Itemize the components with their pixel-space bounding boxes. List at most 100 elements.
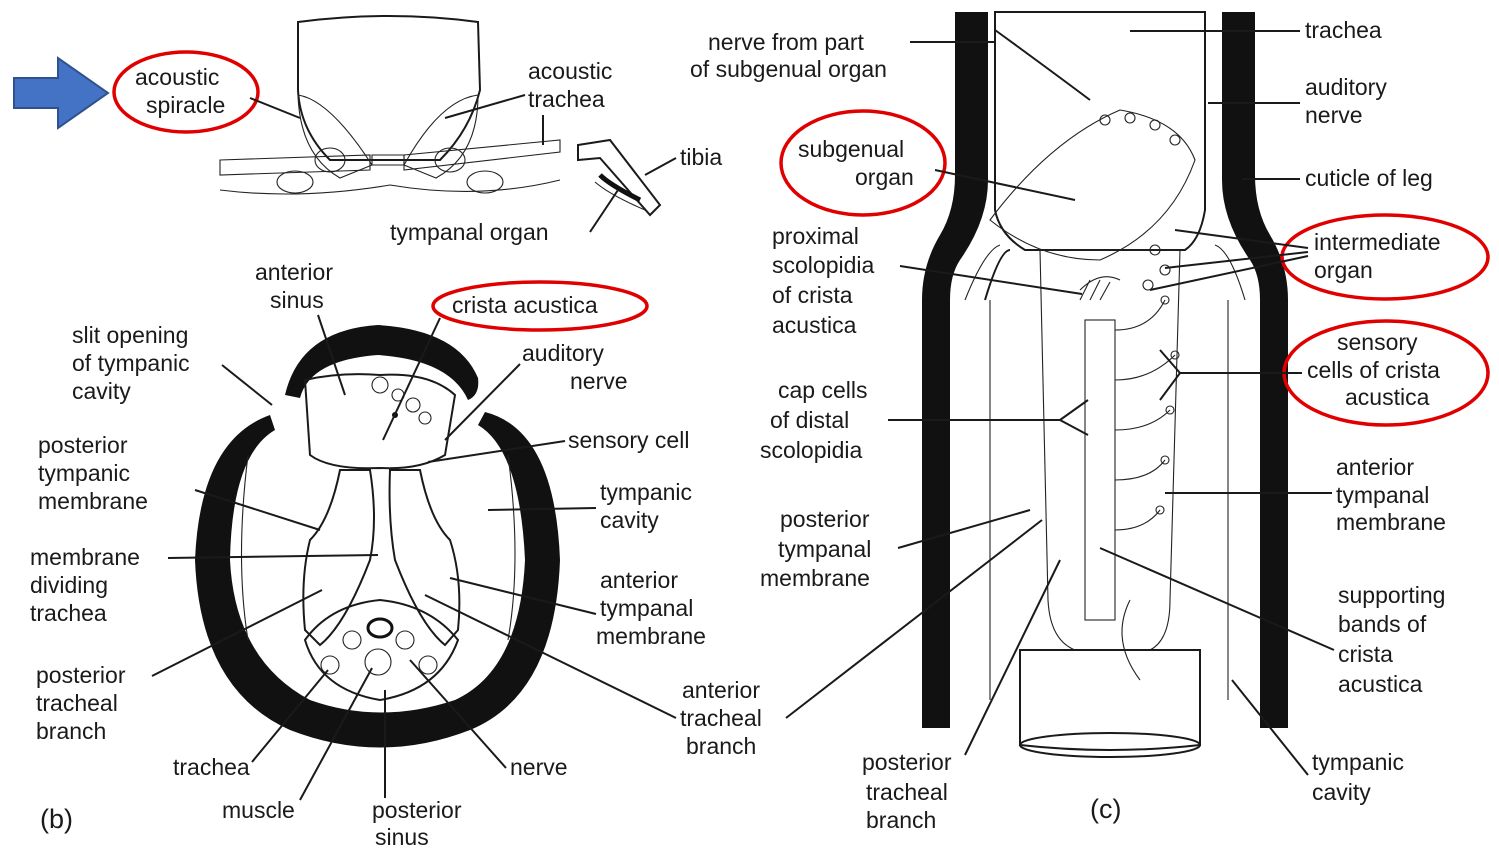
- svg-text:tympanal: tympanal: [778, 536, 871, 562]
- svg-text:anterior: anterior: [682, 677, 760, 703]
- svg-text:acustica: acustica: [1338, 671, 1423, 697]
- svg-text:anterior: anterior: [1336, 454, 1414, 480]
- svg-text:tympanal: tympanal: [1336, 482, 1429, 508]
- svg-text:acoustic: acoustic: [528, 58, 612, 84]
- label-tympanic-cavity-b: tympanic cavity: [600, 479, 692, 533]
- label-subgenual-organ: subgenual organ: [798, 136, 914, 190]
- label-posterior-tracheal-branch-c: posterior tracheal branch: [862, 749, 952, 833]
- svg-text:posterior: posterior: [36, 662, 126, 688]
- svg-text:scolopidia: scolopidia: [760, 437, 862, 463]
- svg-text:of tympanic: of tympanic: [72, 350, 190, 376]
- panel-label-c: (c): [1090, 794, 1121, 824]
- label-trachea-b: trachea: [173, 754, 250, 780]
- label-cuticle-of-leg: cuticle of leg: [1305, 165, 1433, 191]
- highlight-intermediate-organ: [1282, 215, 1488, 299]
- svg-text:auditory: auditory: [522, 340, 604, 366]
- svg-text:supporting: supporting: [1338, 582, 1445, 608]
- svg-text:anterior: anterior: [255, 259, 333, 285]
- svg-text:membrane: membrane: [30, 544, 140, 570]
- svg-text:scolopidia: scolopidia: [772, 252, 874, 278]
- label-nerve-from-part: nerve from part of subgenual organ: [690, 29, 887, 82]
- label-acoustic-spiracle: acoustic spiracle: [135, 64, 225, 118]
- svg-text:tympanic: tympanic: [1312, 749, 1404, 775]
- svg-text:sensory: sensory: [1337, 329, 1418, 355]
- svg-text:posterior: posterior: [780, 506, 870, 532]
- label-acoustic-trachea: acoustic trachea: [528, 58, 612, 112]
- label-muscle: muscle: [222, 797, 295, 823]
- svg-text:acustica: acustica: [1345, 384, 1430, 410]
- svg-text:branch: branch: [866, 807, 936, 833]
- panel-label-b: (b): [40, 804, 73, 834]
- svg-text:proximal: proximal: [772, 223, 859, 249]
- svg-text:acoustic: acoustic: [135, 64, 219, 90]
- svg-text:nerve from part: nerve from part: [708, 29, 865, 55]
- label-proximal-scolopidia: proximal scolopidia of crista acustica: [772, 223, 874, 338]
- svg-text:posterior: posterior: [862, 749, 952, 775]
- label-auditory-nerve-c: auditory nerve: [1305, 74, 1387, 128]
- svg-text:subgenual: subgenual: [798, 136, 904, 162]
- svg-text:crista: crista: [1338, 641, 1393, 667]
- label-nerve-b: nerve: [510, 754, 568, 780]
- leg-detail-drawing: [922, 12, 1288, 757]
- label-anterior-tympanal-membrane-c: anterior tympanal membrane: [1336, 454, 1446, 535]
- svg-text:intermediate: intermediate: [1314, 229, 1441, 255]
- svg-text:tracheal: tracheal: [866, 779, 948, 805]
- svg-text:acustica: acustica: [772, 312, 857, 338]
- label-posterior-tympanic-membrane: posterior tympanic membrane: [38, 432, 148, 514]
- svg-text:dividing: dividing: [30, 572, 108, 598]
- label-posterior-sinus: posterior sinus: [372, 797, 462, 850]
- label-anterior-sinus: anterior sinus: [255, 259, 333, 313]
- svg-text:membrane: membrane: [760, 565, 870, 591]
- label-cap-cells: cap cells of distal scolopidia: [760, 377, 867, 463]
- svg-text:nerve: nerve: [570, 368, 628, 394]
- svg-text:sinus: sinus: [375, 824, 429, 850]
- svg-text:auditory: auditory: [1305, 74, 1387, 100]
- svg-text:posterior: posterior: [372, 797, 462, 823]
- svg-text:tympanic: tympanic: [600, 479, 692, 505]
- top-leg-drawing: [220, 16, 660, 215]
- svg-text:of subgenual organ: of subgenual organ: [690, 56, 887, 82]
- svg-text:trachea: trachea: [30, 600, 107, 626]
- svg-text:branch: branch: [686, 733, 756, 759]
- label-crista-acustica-b: crista acustica: [452, 292, 598, 318]
- label-sensory-cell: sensory cell: [568, 427, 689, 453]
- label-posterior-tracheal-branch-b: posterior tracheal branch: [36, 662, 126, 744]
- svg-text:of crista: of crista: [772, 282, 853, 308]
- svg-text:nerve: nerve: [1305, 102, 1363, 128]
- label-supporting-bands: supporting bands of crista acustica: [1338, 582, 1445, 697]
- svg-text:trachea: trachea: [528, 86, 605, 112]
- svg-text:cavity: cavity: [600, 507, 659, 533]
- svg-text:cavity: cavity: [1312, 779, 1371, 805]
- svg-text:cells of crista: cells of crista: [1307, 357, 1440, 383]
- svg-text:tracheal: tracheal: [680, 705, 762, 731]
- svg-text:slit opening: slit opening: [72, 322, 188, 348]
- svg-text:of distal: of distal: [770, 407, 849, 433]
- svg-text:membrane: membrane: [596, 623, 706, 649]
- svg-text:sinus: sinus: [270, 287, 324, 313]
- svg-text:membrane: membrane: [1336, 509, 1446, 535]
- svg-text:membrane: membrane: [38, 488, 148, 514]
- label-sensory-cells-c: sensory cells of crista acustica: [1307, 329, 1440, 410]
- svg-text:spiracle: spiracle: [146, 92, 225, 118]
- label-slit-opening: slit opening of tympanic cavity: [72, 322, 190, 404]
- label-trachea-c: trachea: [1305, 17, 1382, 43]
- svg-text:posterior: posterior: [38, 432, 128, 458]
- pointer-arrow-icon: [14, 58, 108, 128]
- label-auditory-nerve-b: auditory nerve: [522, 340, 628, 394]
- label-tympanal-organ: tympanal organ: [390, 219, 549, 245]
- highlight-subgenual-organ: [781, 111, 945, 215]
- label-posterior-tympanal-membrane-c: posterior tympanal membrane: [760, 506, 871, 591]
- label-tympanic-cavity-c: tympanic cavity: [1312, 749, 1404, 805]
- label-intermediate-organ: intermediate organ: [1314, 229, 1441, 283]
- svg-text:cap cells: cap cells: [778, 377, 867, 403]
- svg-text:cavity: cavity: [72, 378, 131, 404]
- svg-text:bands of: bands of: [1338, 611, 1427, 637]
- svg-text:branch: branch: [36, 718, 106, 744]
- svg-text:organ: organ: [1314, 257, 1373, 283]
- svg-text:anterior: anterior: [600, 567, 678, 593]
- svg-text:tympanic: tympanic: [38, 460, 130, 486]
- label-anterior-tracheal-branch-b: anterior tracheal branch: [680, 677, 762, 759]
- svg-text:organ: organ: [855, 164, 914, 190]
- svg-text:tympanal: tympanal: [600, 595, 693, 621]
